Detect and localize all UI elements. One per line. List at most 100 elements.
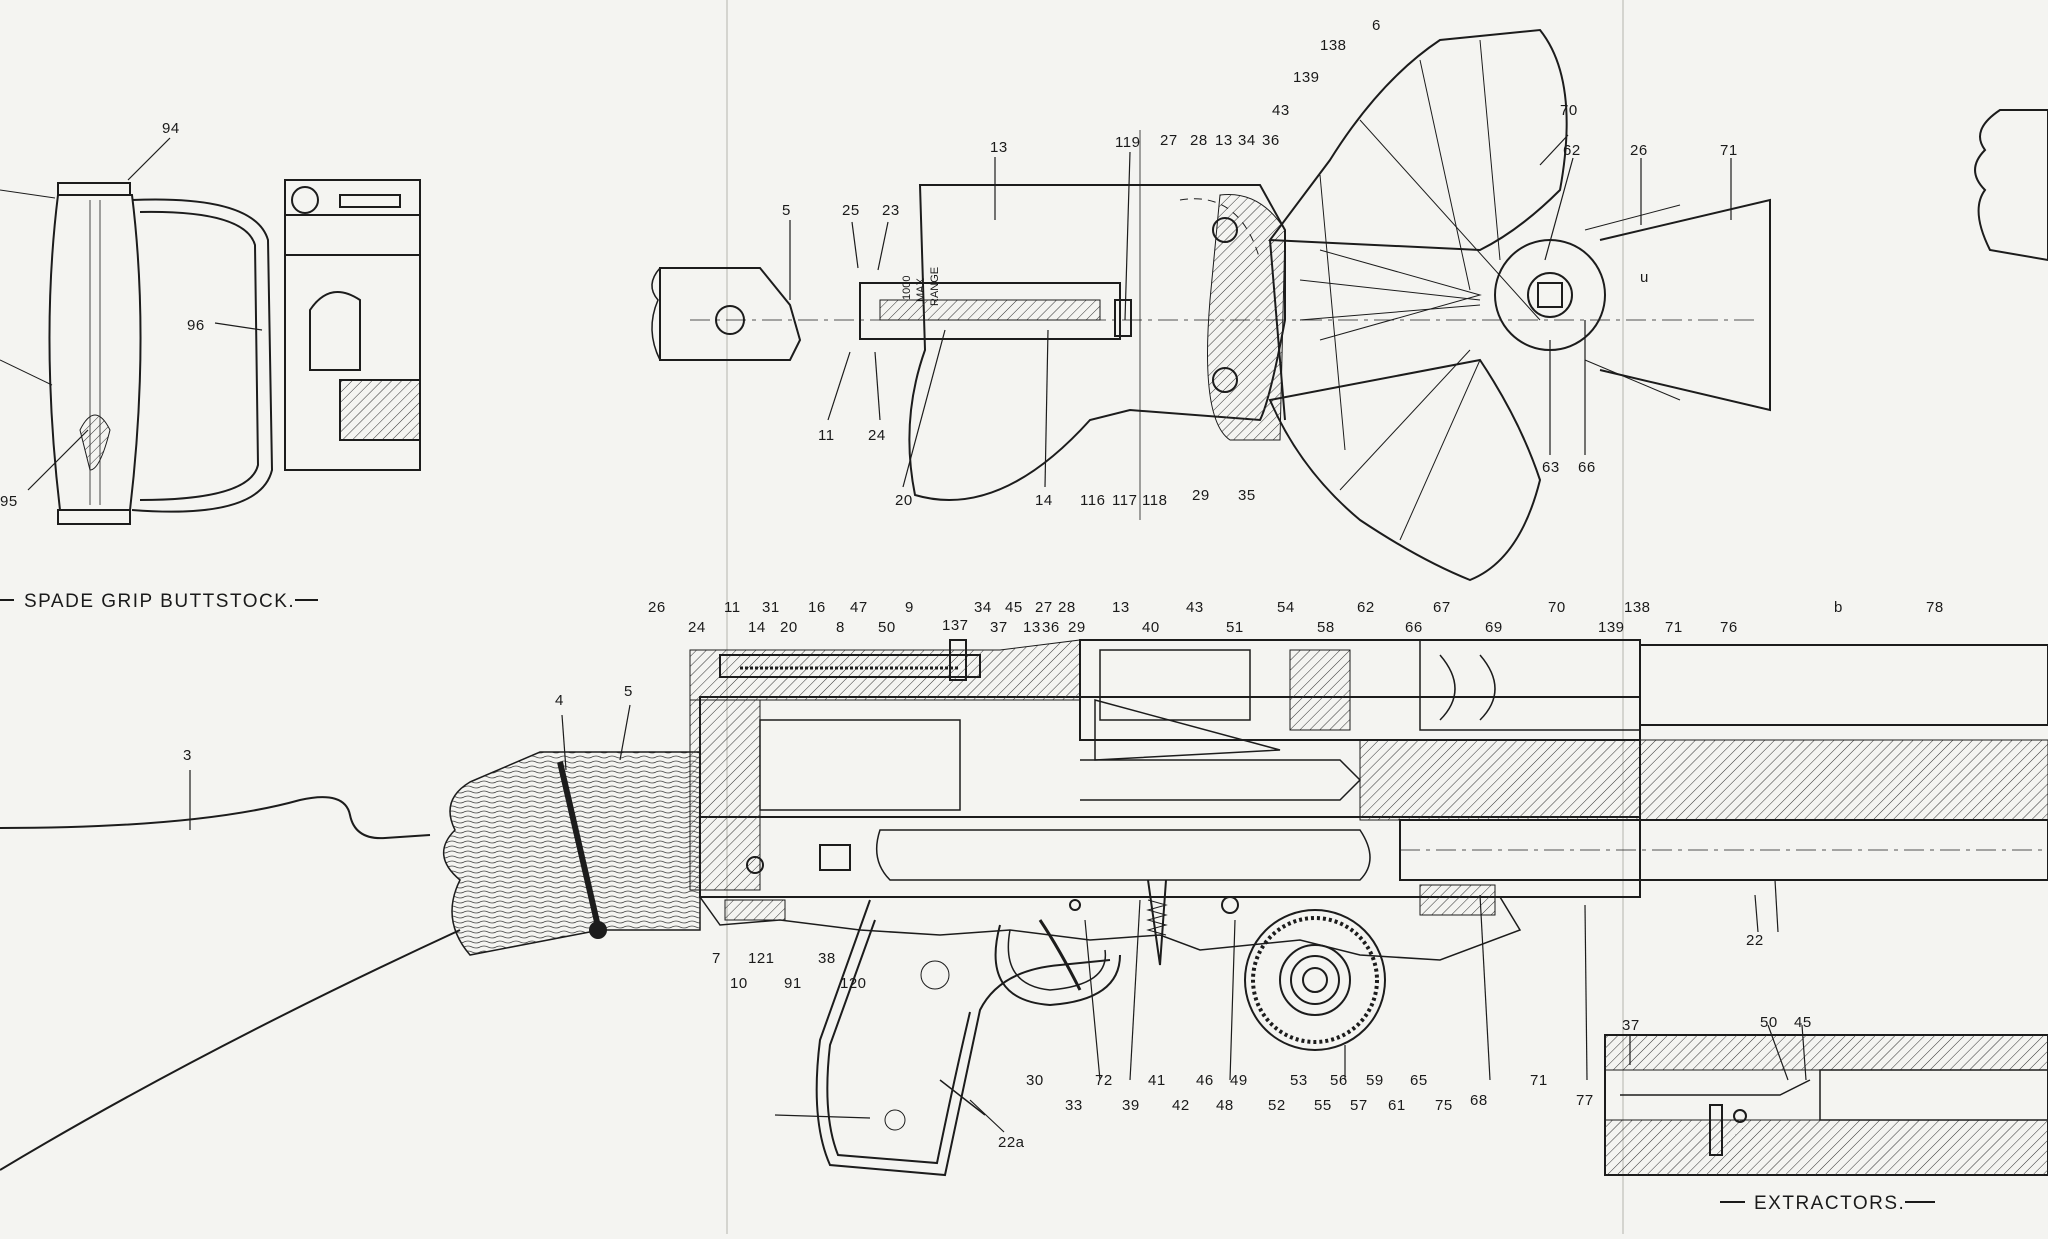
callout: 95 bbox=[0, 493, 18, 510]
callout: 57 bbox=[1350, 1097, 1368, 1114]
callout: 39 bbox=[1122, 1097, 1140, 1114]
callout: 41 bbox=[1148, 1072, 1166, 1089]
callout: 91 bbox=[784, 975, 802, 992]
callout: 96 bbox=[187, 317, 205, 334]
callout: 72 bbox=[1095, 1072, 1113, 1089]
callout: 67 bbox=[1433, 599, 1451, 616]
callout: 38 bbox=[818, 950, 836, 967]
callout: 50 bbox=[1760, 1014, 1778, 1031]
callout: 116 bbox=[1080, 492, 1105, 509]
callout: 68 bbox=[1470, 1092, 1488, 1109]
callout: u bbox=[1640, 269, 1649, 286]
callout: 71 bbox=[1720, 142, 1738, 159]
callout: 58 bbox=[1317, 619, 1335, 636]
callout: 75 bbox=[1435, 1097, 1453, 1114]
rear-sight-scale-marks: 1000 MAX RANGE bbox=[901, 267, 941, 306]
callout: 76 bbox=[1720, 619, 1738, 636]
gun-section-view bbox=[0, 639, 2048, 1177]
callout: 27 bbox=[1160, 132, 1178, 149]
callout: 5 bbox=[624, 683, 633, 700]
callout: 43 bbox=[1272, 102, 1290, 119]
callout: 34 bbox=[1238, 132, 1256, 149]
callout: 7 bbox=[712, 950, 721, 967]
callout: 11 bbox=[724, 599, 741, 616]
callout: 23 bbox=[882, 202, 900, 219]
caption-extractors: EXTRACTORS. bbox=[1754, 1193, 1905, 1214]
callout: 33 bbox=[1065, 1097, 1083, 1114]
callout: 26 bbox=[648, 599, 666, 616]
callout: 11 bbox=[818, 427, 835, 444]
callout: 69 bbox=[1485, 619, 1503, 636]
callout: 16 bbox=[808, 599, 826, 616]
callout: 54 bbox=[1277, 599, 1295, 616]
caption-rules bbox=[0, 599, 1935, 1203]
sight-mark-max: MAX bbox=[915, 278, 927, 303]
callout: b bbox=[1834, 599, 1843, 616]
callout: 13 bbox=[1112, 599, 1130, 616]
callout: 139 bbox=[1293, 69, 1320, 86]
callout: 35 bbox=[1238, 487, 1256, 504]
callout: 119 bbox=[1115, 134, 1140, 151]
callout: 62 bbox=[1563, 142, 1581, 159]
extractors-view bbox=[1604, 1034, 2048, 1176]
callout: 3 bbox=[183, 747, 192, 764]
callout: 14 bbox=[1035, 492, 1053, 509]
callout: 36 bbox=[1262, 132, 1280, 149]
callout: 13 bbox=[1215, 132, 1233, 149]
callouts-stock: 3 4 5 bbox=[183, 683, 633, 764]
callouts-sight: 13 5 25 23 11 24 20 14 116 117 118 119 2… bbox=[782, 132, 1280, 509]
callout: 78 bbox=[1926, 599, 1944, 616]
sight-mark-range: RANGE bbox=[929, 267, 941, 306]
callout: 120 bbox=[840, 975, 867, 992]
callout: 51 bbox=[1226, 619, 1244, 636]
callout: 63 bbox=[1542, 459, 1560, 476]
callout: 70 bbox=[1560, 102, 1578, 119]
callout: 77 bbox=[1576, 1092, 1594, 1109]
callout: 26 bbox=[1630, 142, 1648, 159]
callout: 66 bbox=[1405, 619, 1423, 636]
callout: 53 bbox=[1290, 1072, 1308, 1089]
callout: 29 bbox=[1192, 487, 1210, 504]
callout: 71 bbox=[1665, 619, 1683, 636]
callout: 28 bbox=[1058, 599, 1076, 616]
callout: 61 bbox=[1388, 1097, 1406, 1114]
callout: 25 bbox=[842, 202, 860, 219]
callout: 40 bbox=[1142, 619, 1160, 636]
callout: 31 bbox=[762, 599, 780, 616]
callout: 14 bbox=[748, 619, 766, 636]
callout: 24 bbox=[868, 427, 886, 444]
callout: 13 bbox=[990, 139, 1008, 156]
callout: 4 bbox=[555, 692, 564, 709]
callouts-magazine: 6 138 139 43 70 62 26 71 u 63 66 bbox=[1272, 17, 1738, 476]
callout: 36 bbox=[1042, 619, 1060, 636]
pan-magazine-view bbox=[1212, 28, 1771, 582]
callout: 34 bbox=[974, 599, 992, 616]
callouts-receiver-bottom: 7 10 121 91 38 120 30 33 72 39 41 42 46 … bbox=[712, 932, 1763, 1151]
callout: 55 bbox=[1314, 1097, 1332, 1114]
callout: 121 bbox=[748, 950, 775, 967]
callout: 30 bbox=[1026, 1072, 1044, 1089]
callout: 45 bbox=[1794, 1014, 1812, 1031]
callout: 27 bbox=[1035, 599, 1053, 616]
callout: 117 bbox=[1112, 492, 1137, 509]
callout: 48 bbox=[1216, 1097, 1234, 1114]
callout: 138 bbox=[1624, 599, 1651, 616]
callout: 10 bbox=[730, 975, 748, 992]
leader-lines bbox=[27, 134, 1807, 1133]
callout: 49 bbox=[1230, 1072, 1248, 1089]
callout: 37 bbox=[1622, 1017, 1640, 1034]
callout: 71 bbox=[1530, 1072, 1548, 1089]
callout: 5 bbox=[782, 202, 791, 219]
callouts-extractors: 37 50 45 bbox=[1622, 1014, 1812, 1034]
callout: 138 bbox=[1320, 37, 1347, 54]
callout: 47 bbox=[850, 599, 868, 616]
callout: 20 bbox=[780, 619, 798, 636]
callout: 9 bbox=[905, 599, 914, 616]
callout: 46 bbox=[1196, 1072, 1214, 1089]
sight-assembly-view bbox=[651, 130, 1760, 520]
callout: 118 bbox=[1142, 492, 1167, 509]
callout: 59 bbox=[1366, 1072, 1384, 1089]
callouts-buttstock: 94 96 95 bbox=[0, 120, 205, 510]
callout: 6 bbox=[1372, 17, 1381, 34]
